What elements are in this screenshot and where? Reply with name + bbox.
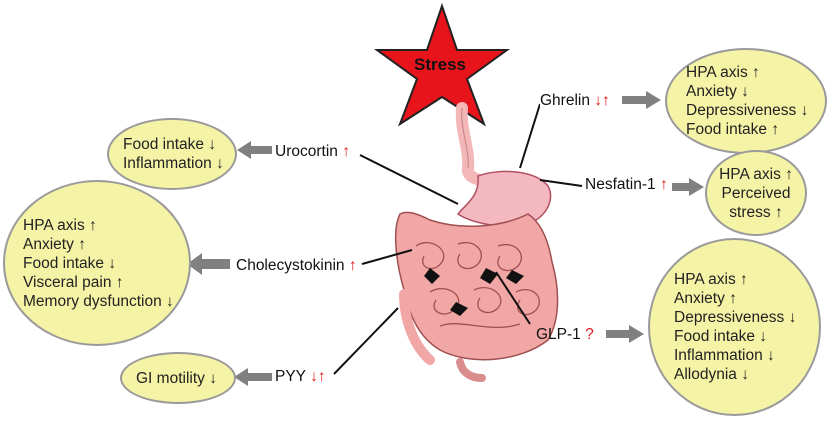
effect-item: Depressiveness ↓: [674, 309, 797, 326]
hormone-name: GLP-1: [536, 326, 581, 343]
arrow-cck: [187, 253, 230, 275]
intestine-icon: [394, 211, 559, 382]
effect-item: Food intake ↓: [123, 136, 217, 153]
arrow-ghrelin: [622, 91, 661, 109]
effect-item: Allodynia ↓: [674, 366, 749, 383]
hormone-name: Nesfatin-1: [585, 176, 656, 193]
effect-item: Anxiety ↑: [23, 235, 86, 253]
hormone-mark: ↑: [348, 257, 357, 274]
stress-star-icon: [373, 2, 511, 127]
effect-item: Memory dysfunction ↓: [23, 292, 174, 310]
effect-item: stress ↑: [729, 203, 783, 221]
hormone-name: Ghrelin: [540, 92, 590, 109]
hormone-mark: ↓↑: [310, 368, 326, 385]
hormone-label-glp-1: GLP-1 ?: [536, 326, 594, 344]
hormone-name: Urocortin: [275, 143, 338, 160]
effect-item: GI motility ↓: [136, 369, 217, 387]
effect-item: HPA axis ↑: [23, 216, 97, 234]
effect-item: Inflammation ↓: [674, 347, 775, 364]
effect-item: Inflammation ↓: [123, 155, 224, 172]
effect-item: HPA axis ↑: [686, 64, 760, 81]
arrow-urocortin: [237, 141, 272, 159]
effect-item: HPA axis ↑: [719, 165, 793, 183]
effect-item: Depressiveness ↓: [686, 102, 809, 119]
effects-bubble-ghrelin: HPA axis ↑ Anxiety ↓ Depressiveness ↓ Fo…: [665, 48, 827, 154]
effect-item: Food intake ↓: [23, 254, 117, 272]
arrow-pyy: [234, 368, 272, 386]
effects-bubble-cholecystokinin: HPA axis ↑ Anxiety ↑ Food intake ↓ Visce…: [3, 180, 191, 346]
arrow-glp1: [606, 325, 644, 343]
effect-arrows: [187, 91, 704, 386]
hormone-mark: ↑: [659, 176, 668, 193]
effects-bubble-glp-1: HPA axis ↑ Anxiety ↑ Depressiveness ↓ Fo…: [648, 238, 821, 416]
effect-item: HPA axis ↑: [674, 271, 748, 288]
connector-lines: [333, 103, 583, 375]
effect-item: Food intake ↑: [686, 121, 780, 138]
effect-item: Anxiety ↑: [674, 290, 737, 307]
arrow-nesfatin: [672, 178, 704, 196]
effects-bubble-urocortin: Food intake ↓ Inflammation ↓: [107, 118, 237, 190]
hormone-label-nesfatin-1: Nesfatin-1 ↑: [585, 176, 668, 194]
hormone-mark: ?: [585, 326, 594, 343]
stress-label: Stress: [414, 55, 466, 74]
effect-item: Perceived: [721, 184, 791, 202]
hormone-mark: ↓↑: [594, 92, 610, 109]
effect-item: Food intake ↓: [674, 328, 768, 345]
hormone-name: Cholecystokinin: [236, 257, 345, 274]
effects-bubble-pyy: GI motility ↓: [120, 352, 236, 404]
effects-bubble-nesfatin-1: HPA axis ↑ Perceived stress ↑: [705, 150, 807, 236]
hormone-label-urocortin: Urocortin ↑: [275, 143, 350, 161]
effect-item: Visceral pain ↑: [23, 273, 124, 291]
hormone-name: PYY: [275, 368, 306, 385]
effect-item: Anxiety ↓: [686, 83, 749, 100]
hormone-label-ghrelin: Ghrelin ↓↑: [540, 92, 610, 110]
hormone-mark: ↑: [342, 143, 350, 160]
hormone-label-cholecystokinin: Cholecystokinin ↑: [236, 257, 357, 275]
hormone-label-pyy: PYY ↓↑: [275, 368, 326, 386]
